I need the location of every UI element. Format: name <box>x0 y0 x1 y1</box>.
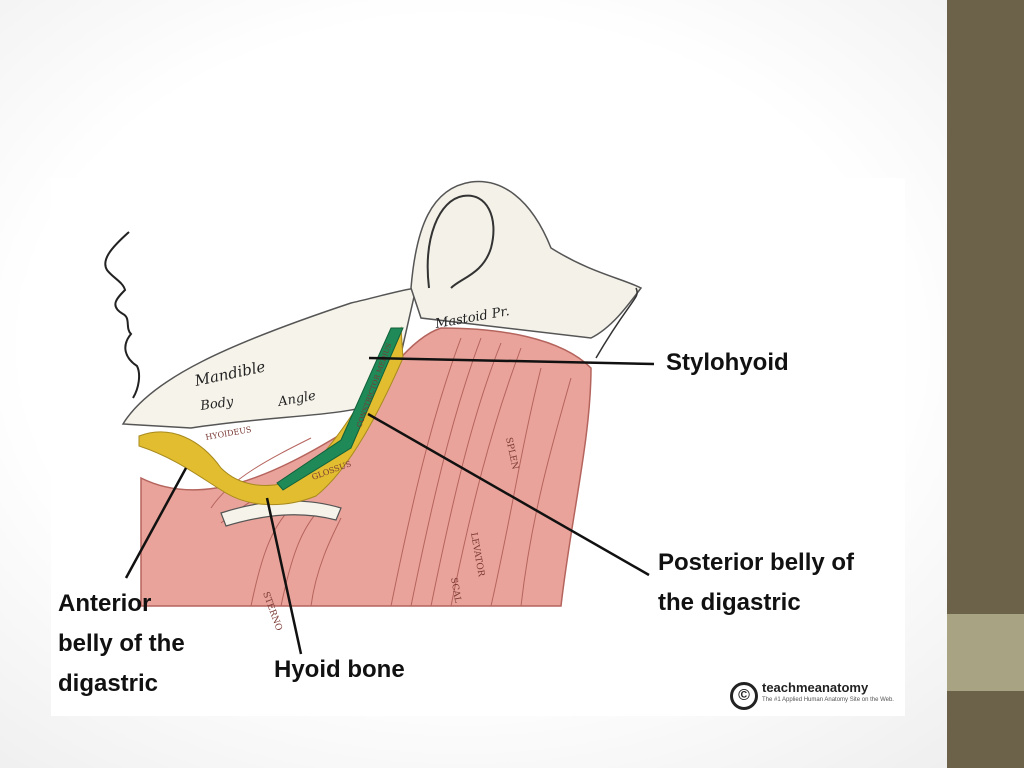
ear-region <box>410 180 643 339</box>
digastric-muscle <box>138 326 404 506</box>
label-posterior-line2: the digastric <box>658 589 801 616</box>
body-text: Body <box>198 394 234 414</box>
anatomy-figure: Mandible Body Angle Mastoid Pr. STERNO L… <box>51 178 905 716</box>
sidebar-band-top <box>947 0 1024 614</box>
leader-stylohyoid <box>368 356 655 366</box>
label-posterior-belly: Posterior belly of the digastric <box>658 543 854 623</box>
sidebar-band-accent <box>947 614 1024 691</box>
sidebar-band-bottom <box>947 691 1024 768</box>
copyright-icon: © <box>730 682 758 710</box>
label-anterior-line2: belly of the <box>58 630 185 657</box>
credit-tagline: The #1 Applied Human Anatomy Site on the… <box>762 697 894 703</box>
label-anterior-line1: Anterior <box>58 590 152 617</box>
label-hyoid-text: Hyoid bone <box>274 656 405 683</box>
label-stylohyoid-text: Stylohyoid <box>666 349 789 376</box>
credit-badge: © teachmeanatomy The #1 Applied Human An… <box>730 680 900 710</box>
angle-text: Angle <box>276 389 317 411</box>
label-hyoid-bone: Hyoid bone <box>274 650 405 690</box>
mylohyoideus-text: HYOIDEUS <box>205 425 252 442</box>
neck-outline <box>595 287 638 359</box>
neck-muscles-illustration: Mandible Body Angle Mastoid Pr. STERNO L… <box>104 180 655 655</box>
credit-brand: teachmeanatomy <box>762 680 869 695</box>
mandible-shape <box>121 287 417 429</box>
stylohyoid-muscle <box>276 327 404 491</box>
slide: Mandible Body Angle Mastoid Pr. STERNO L… <box>51 178 905 716</box>
scal-text: SCAL <box>448 577 462 604</box>
face-profile <box>104 231 141 399</box>
label-anterior-belly: Anterior belly of the digastric <box>58 584 185 704</box>
leader-posterior <box>367 412 650 577</box>
label-anterior-line3: digastric <box>58 670 159 697</box>
leader-anterior <box>124 467 188 579</box>
slide-sidebar <box>947 0 1024 768</box>
ear-outline <box>426 194 495 289</box>
leader-lines <box>124 356 655 655</box>
label-stylohyoid: Stylohyoid <box>666 343 789 383</box>
leader-hyoid <box>265 497 303 655</box>
neck-muscle-mass <box>140 327 592 607</box>
label-posterior-line1: Posterior belly of <box>658 549 855 576</box>
